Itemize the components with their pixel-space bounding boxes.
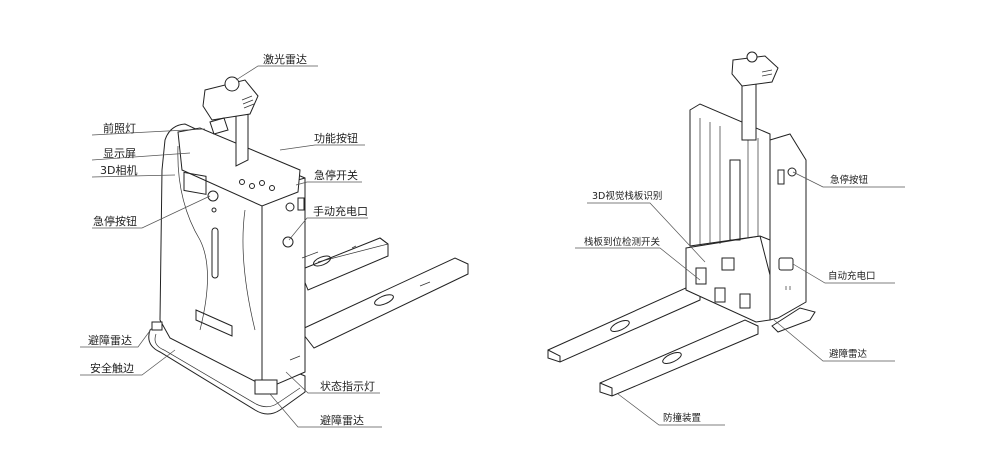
left-robot-illustration [148, 76, 469, 415]
callout-3d-camera: 3D相机 [100, 164, 138, 177]
left-forks [299, 237, 469, 349]
left-leader-lines [80, 65, 382, 428]
right-robot-illustration [547, 51, 816, 397]
callout-function-button: 功能按钮 [314, 132, 358, 145]
callout-obstacle-radar-left: 避障雷达 [88, 334, 132, 347]
callout-obstacle-radar-right: 避障雷达 [829, 349, 868, 360]
callout-headlight: 前照灯 [103, 122, 136, 135]
right-side-body [769, 133, 807, 321]
callout-anti-collision: 防撞装置 [663, 413, 702, 424]
callout-auto-charge-port: 自动充电口 [828, 271, 876, 282]
callout-laser-radar: 激光雷达 [263, 53, 307, 66]
callout-manual-charge-port: 手动充电口 [313, 205, 368, 218]
callout-display: 显示屏 [103, 147, 136, 160]
callout-3d-vision-pallet: 3D视觉栈板识别 [592, 191, 663, 202]
callout-status-light: 状态指示灯 [320, 380, 375, 393]
callout-obstacle-radar-bottom: 避障雷达 [320, 414, 364, 427]
right-leader-lines [575, 171, 905, 426]
callout-pallet-position-switch: 栈板到位检测开关 [584, 237, 661, 248]
callout-estop-switch: 急停开关 [314, 169, 358, 182]
callout-estop-button-left: 急停按钮 [93, 215, 137, 228]
callout-estop-button-right: 急停按钮 [830, 175, 869, 186]
callout-safety-edge: 安全触边 [90, 362, 134, 375]
